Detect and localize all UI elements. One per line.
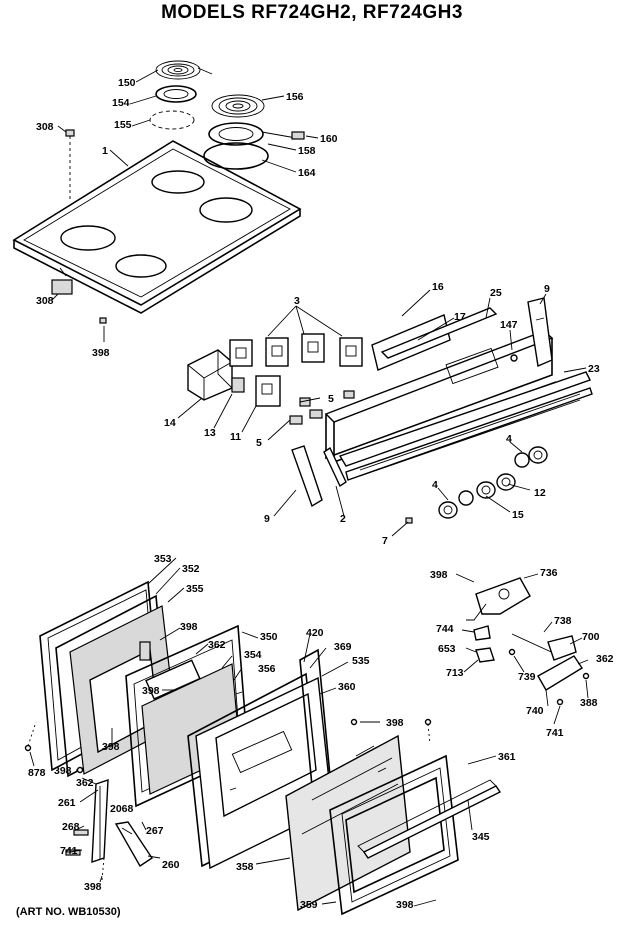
callout-label: 164: [298, 167, 316, 179]
callout-label: 308: [36, 121, 54, 133]
callout-label: 14: [164, 417, 176, 429]
cooktop-top-panel: [12, 140, 302, 314]
callout-label: 352: [182, 563, 200, 575]
callout-label: 261: [58, 797, 76, 809]
callout-label: 362: [596, 653, 614, 665]
callout-label: 3: [294, 295, 300, 307]
callout-label: 158: [298, 145, 316, 157]
callout-label: 360: [338, 681, 356, 693]
leader-lines: [29, 69, 589, 907]
callout-label: 260: [162, 859, 180, 871]
callout-label: 308: [36, 295, 54, 307]
callout-label: 345: [472, 831, 490, 843]
callout-label: 5: [328, 393, 334, 405]
callout-label: 2068: [110, 803, 134, 815]
callout-label: 4: [506, 433, 512, 445]
surface-element-large: [203, 94, 305, 170]
callout-label: 1: [102, 145, 108, 157]
callout-label: 353: [154, 553, 172, 565]
door-hinges: [65, 779, 153, 881]
callout-label: 23: [588, 363, 600, 375]
callout-label: 700: [582, 631, 600, 643]
door-handle: [357, 779, 502, 859]
callout-label: 147: [500, 319, 518, 331]
control-panel: [324, 297, 557, 464]
callout-label: 25: [490, 287, 502, 299]
callout-label: 361: [498, 751, 516, 763]
art-number: (ART NO. WB10530): [16, 906, 121, 918]
callout-label: 420: [306, 627, 324, 639]
surface-element-small: [149, 60, 213, 130]
callout-label: 739: [518, 671, 536, 683]
callout-label: 398: [102, 741, 120, 753]
callout-label: 741: [546, 727, 564, 739]
callout-label: 740: [526, 705, 544, 717]
callout-label: 15: [512, 509, 524, 521]
callout-label: 398: [180, 621, 198, 633]
callout-label: 4: [432, 479, 438, 491]
callout-label: 16: [432, 281, 444, 293]
cooktop-hardware: [51, 129, 107, 324]
callout-label: 736: [540, 567, 558, 579]
callout-label: 354: [244, 649, 262, 661]
callout-label: 398: [84, 881, 102, 893]
callout-label: 355: [186, 583, 204, 595]
callout-label: 369: [334, 641, 352, 653]
callout-label: 738: [554, 615, 572, 627]
callout-label: 535: [352, 655, 370, 667]
callout-label: 160: [320, 133, 338, 145]
callout-label: 11: [230, 431, 241, 443]
callout-label: 398: [92, 347, 110, 359]
callout-label: 398: [142, 685, 160, 697]
door-latch-assembly: [466, 577, 590, 706]
callout-label: 7: [382, 535, 388, 547]
callout-label: 362: [76, 777, 94, 789]
side-trim-and-brackets: [289, 390, 413, 524]
trim-rail: [338, 371, 593, 481]
callout-label: 398: [54, 765, 72, 777]
callout-label: 150: [118, 77, 136, 89]
callout-label: 350: [260, 631, 278, 643]
callout-label: 5: [256, 437, 262, 449]
callout-label: 2: [340, 513, 346, 525]
callout-label: 17: [454, 311, 466, 323]
callout-label: 398: [430, 569, 448, 581]
diagram-title: MODELS RF724GH2, RF724GH3: [161, 2, 463, 23]
callout-label: 9: [544, 283, 550, 295]
door-screws: [24, 718, 432, 774]
callout-label: 653: [438, 643, 456, 655]
oven-door-glass: [285, 734, 411, 912]
callout-label: 13: [204, 427, 216, 439]
callout-label: 713: [446, 667, 464, 679]
infinite-switch-group: [187, 333, 363, 407]
callout-label: 154: [112, 97, 130, 109]
callout-labels: 150 154 155 156 158 160 164 308 1 308 39…: [28, 77, 614, 911]
callout-label: 155: [114, 119, 132, 131]
control-knobs: [438, 446, 548, 519]
callout-label: 398: [386, 717, 404, 729]
callout-label: 878: [28, 767, 46, 779]
callout-label: 267: [146, 825, 164, 837]
callout-label: 9: [264, 513, 270, 525]
oven-door-outer-frame: [329, 754, 459, 916]
callout-label: 356: [258, 663, 276, 675]
callout-label: 268: [62, 821, 80, 833]
callout-label: 12: [534, 487, 546, 499]
callout-label: 398: [396, 899, 414, 911]
callout-label: 744: [436, 623, 454, 635]
callout-label: 359: [300, 899, 318, 911]
callout-label: 156: [286, 91, 304, 103]
callout-label: 362: [208, 639, 226, 651]
callout-label: 388: [580, 697, 598, 709]
callout-label: 358: [236, 861, 254, 873]
callout-label: 741: [60, 845, 78, 857]
